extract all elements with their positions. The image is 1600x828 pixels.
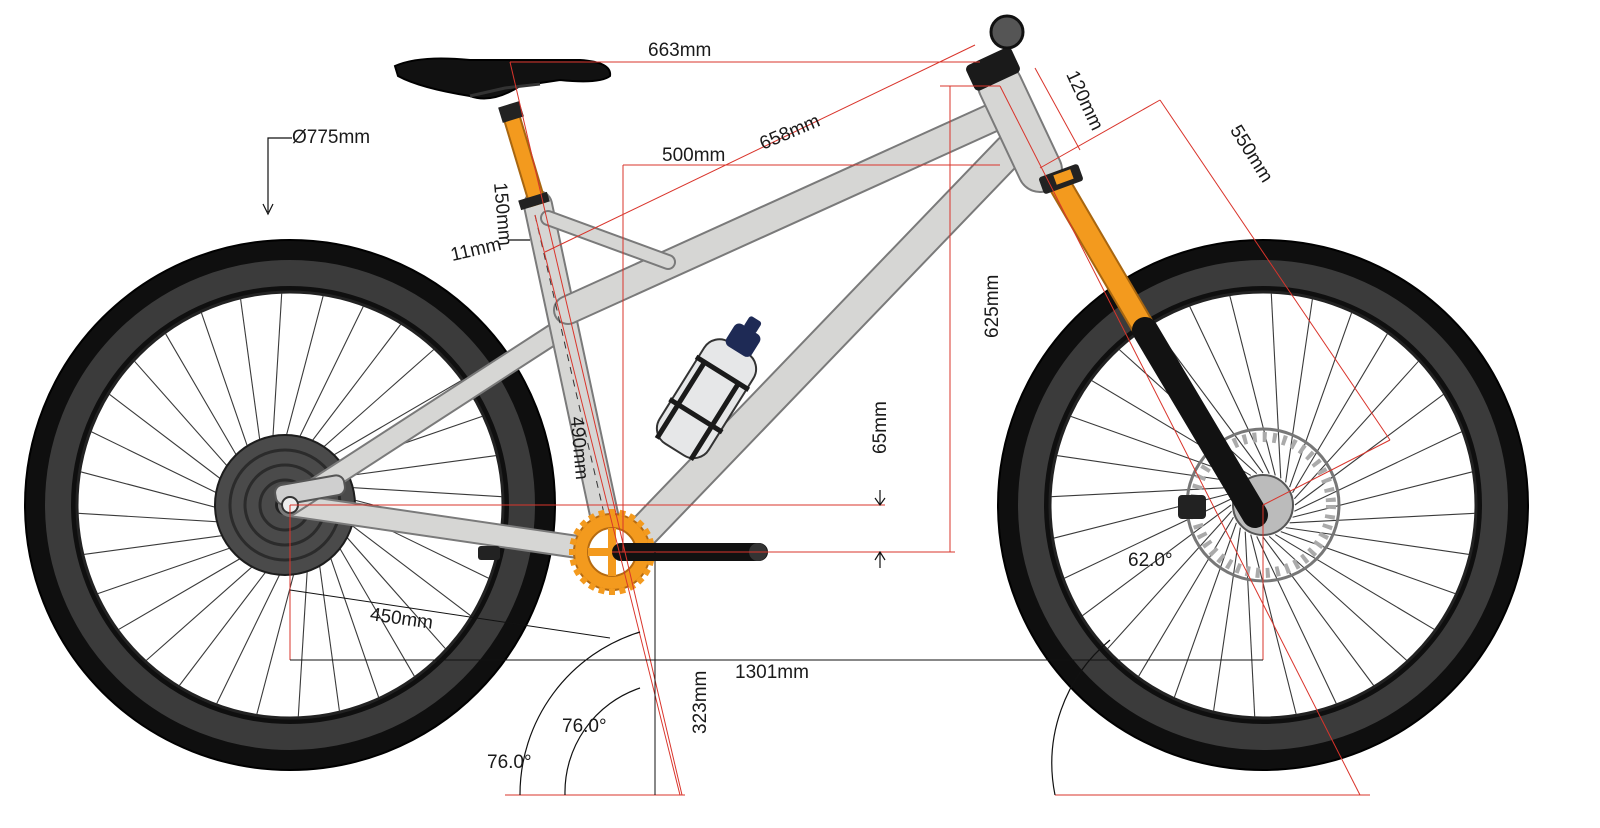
spoke <box>1289 312 1353 488</box>
spoke <box>1173 522 1237 698</box>
spoke <box>1292 333 1389 494</box>
spoke <box>1289 512 1475 524</box>
chainring-tooth <box>609 509 615 515</box>
chainring-tooth <box>609 589 615 595</box>
label-reach-to-head: 658mm <box>757 111 824 155</box>
label-fork-length: 550mm <box>1225 122 1276 187</box>
spoke <box>1106 510 1233 650</box>
chainring-tooth <box>579 519 588 528</box>
spoke <box>1280 531 1456 595</box>
spoke <box>1081 504 1232 617</box>
chainring-tooth <box>597 586 606 595</box>
label-head-angle: 62.0° <box>1128 550 1173 571</box>
chainring-tooth <box>573 527 582 537</box>
spoke <box>1137 516 1234 677</box>
spoke <box>1262 536 1375 687</box>
spoke <box>1244 531 1256 717</box>
spoke <box>1294 431 1463 512</box>
chainring-tooth <box>579 576 588 585</box>
chainring-tooth <box>642 527 651 537</box>
chainring-tooth <box>587 582 597 591</box>
chainring-tooth <box>587 513 597 522</box>
label-top-tube-horizontal: 663mm <box>648 40 711 61</box>
chainring-tooth <box>627 513 637 522</box>
spoke <box>1293 360 1420 500</box>
chainring-tooth <box>573 567 582 577</box>
water-bottle <box>654 316 762 461</box>
dimension-lines <box>262 44 1391 796</box>
chainring-tooth <box>569 549 575 555</box>
handlebar-grip <box>989 14 1025 50</box>
spoke <box>1213 527 1241 712</box>
label-wheelbase: 1301mm <box>735 662 809 683</box>
saddle <box>393 57 612 100</box>
spoke <box>1051 486 1237 498</box>
spoke <box>1292 471 1473 518</box>
spoke <box>1270 293 1282 479</box>
label-reach: 500mm <box>662 145 725 166</box>
chainring-tooth <box>618 586 627 595</box>
label-seat-angle-actual: 76.0° <box>487 752 532 773</box>
brake-caliper <box>1178 495 1206 519</box>
label-seat-angle-effective: 76.0° <box>562 716 607 737</box>
seatpost-saddle <box>393 57 612 211</box>
stem-handlebar <box>966 14 1025 91</box>
label-seat-tube: 490mm <box>566 416 592 481</box>
label-bb-height: 323mm <box>690 671 711 734</box>
spoke <box>1256 536 1337 705</box>
label-stack: 625mm <box>982 275 1003 338</box>
spoke <box>1268 535 1408 662</box>
fork <box>1039 164 1268 528</box>
spoke <box>1285 298 1313 483</box>
label-head-tube: 120mm <box>1061 68 1107 134</box>
chainring-tooth <box>636 576 645 585</box>
dimension-labels: Ø775mm 663mm 658mm 500mm 120mm 550mm 625… <box>292 40 1277 773</box>
chainring-tooth <box>618 509 627 518</box>
chainring-tooth <box>636 519 645 528</box>
label-bb-drop: 65mm <box>870 401 891 454</box>
label-seatpost-offset: 11mm <box>449 234 504 266</box>
spoke <box>1189 305 1270 474</box>
chainring-tooth <box>569 537 578 546</box>
chainring-tooth <box>642 567 651 577</box>
spoke <box>1274 534 1435 631</box>
spoke <box>1285 527 1470 555</box>
spoke <box>1056 455 1241 483</box>
chainring-tooth <box>597 509 606 518</box>
spoke <box>1294 393 1445 506</box>
spoke <box>1229 295 1276 476</box>
chainring-tooth <box>569 558 578 567</box>
label-wheel-diameter: Ø775mm <box>292 127 370 148</box>
